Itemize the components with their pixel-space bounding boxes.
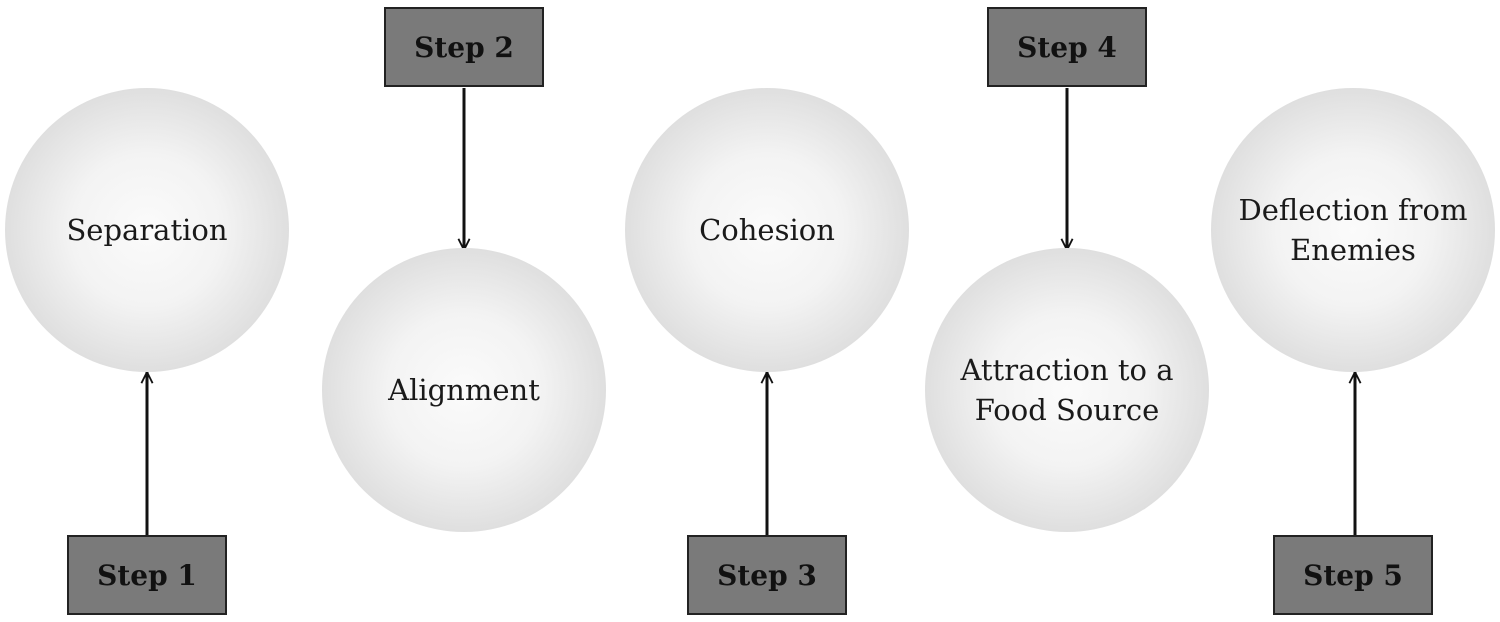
step-label: Step 5 xyxy=(1303,558,1403,592)
step-box-4: Step 4 xyxy=(987,7,1147,87)
concept-label: Alignment xyxy=(388,373,540,407)
step-box-1: Step 1 xyxy=(67,535,227,615)
step-label: Step 4 xyxy=(1017,30,1117,64)
step-box-3: Step 3 xyxy=(687,535,847,615)
concept-circle-attraction: Attraction to a Food Source xyxy=(925,248,1209,532)
step-box-5: Step 5 xyxy=(1273,535,1433,615)
step-label: Step 3 xyxy=(717,558,817,592)
step-box-2: Step 2 xyxy=(384,7,544,87)
concept-circle-deflection: Deflection from Enemies xyxy=(1211,88,1495,372)
concept-label: Deflection from Enemies xyxy=(1238,193,1468,267)
step-label: Step 1 xyxy=(97,558,197,592)
step-label: Step 2 xyxy=(414,30,514,64)
concept-circle-separation: Separation xyxy=(5,88,289,372)
concept-label: Separation xyxy=(66,213,228,247)
concept-circle-alignment: Alignment xyxy=(322,248,606,532)
concept-circle-cohesion: Cohesion xyxy=(625,88,909,372)
concept-label: Attraction to a Food Source xyxy=(960,353,1174,427)
concept-label: Cohesion xyxy=(699,213,835,247)
